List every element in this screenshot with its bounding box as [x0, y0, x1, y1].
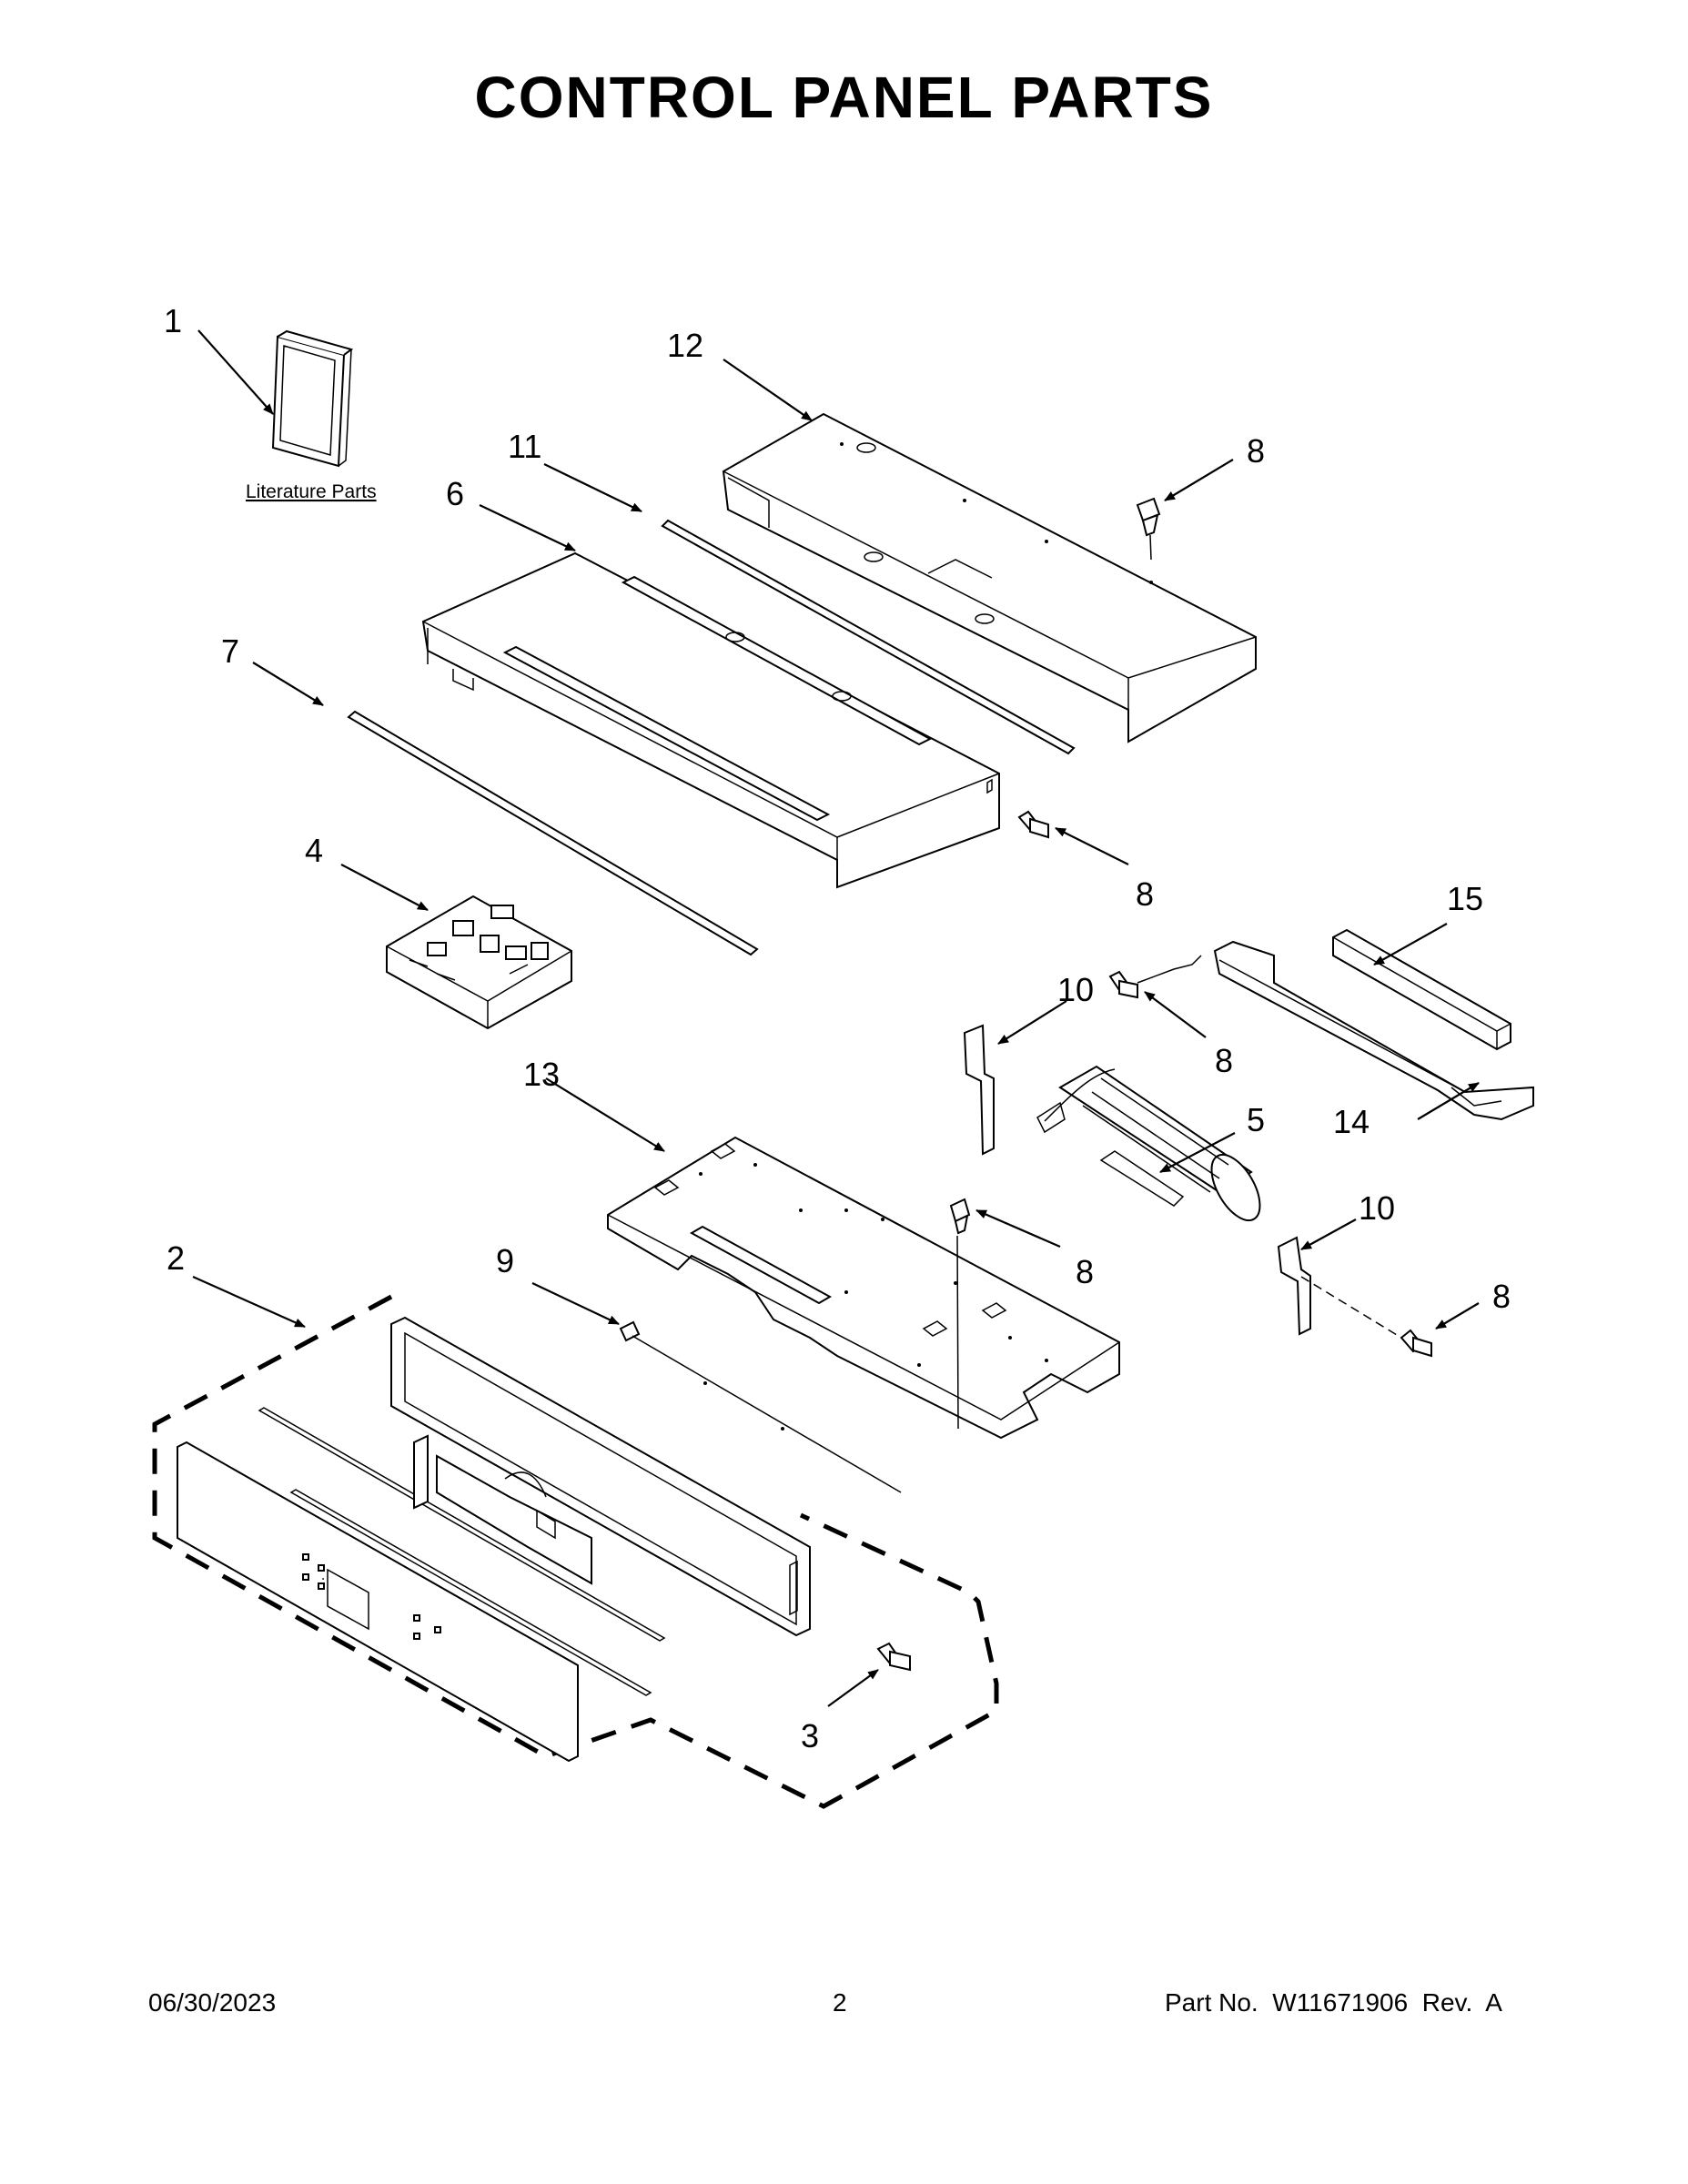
callout-12: 12 — [667, 327, 703, 364]
callout-8-bracket: 8 — [1215, 1042, 1233, 1079]
screw-8-bracket — [1108, 955, 1202, 999]
screw-8-top — [1136, 497, 1161, 561]
callout-3: 3 — [801, 1717, 819, 1754]
footer-date: 06/30/2023 — [148, 1988, 277, 2017]
callout-5: 5 — [1247, 1101, 1265, 1138]
part-4-control-board — [386, 895, 572, 1030]
part-6-panel-housing — [421, 551, 1000, 889]
footer-page-number: 2 — [833, 1988, 847, 2017]
part-2-control-panel-assembly — [152, 1294, 999, 1809]
callout-13: 13 — [523, 1056, 560, 1093]
callout-10-upper: 10 — [1057, 971, 1094, 1008]
footer-part-number: Part No. W11671906 Rev. A — [1165, 1988, 1502, 2017]
callout-6: 6 — [446, 475, 464, 512]
callout-8-mid: 8 — [1136, 875, 1154, 913]
part-5-fan — [1036, 1065, 1261, 1222]
callout-1: 1 — [164, 302, 182, 339]
part-12-top-cover — [722, 412, 1257, 743]
callout-2: 2 — [167, 1239, 185, 1277]
screw-8-base — [949, 1198, 971, 1430]
part-10-bracket-upper — [963, 1024, 995, 1156]
callout-9: 9 — [496, 1242, 514, 1279]
callout-15: 15 — [1447, 880, 1483, 917]
part-9-clip — [619, 1320, 902, 1493]
part-7-long-strip — [347, 710, 759, 956]
screw-8-lower-right — [1300, 1276, 1432, 1358]
callout-4: 4 — [305, 832, 323, 869]
part-14-bracket — [1213, 940, 1534, 1121]
callout-8-lower-right: 8 — [1492, 1278, 1511, 1315]
callout-11: 11 — [508, 428, 541, 465]
screw-8-mid — [1017, 810, 1049, 839]
callout-arrows — [192, 329, 1480, 1707]
part-1-literature — [271, 329, 354, 468]
part-10-bracket-lower — [1277, 1236, 1311, 1336]
callout-14: 14 — [1333, 1103, 1370, 1140]
callout-7: 7 — [221, 632, 239, 670]
screw-3 — [876, 1642, 911, 1672]
callout-8-base: 8 — [1076, 1253, 1094, 1290]
callout-10-lower: 10 — [1359, 1189, 1395, 1227]
literature-parts-label: Literature Parts — [246, 481, 377, 502]
part-13-base-plate — [607, 1136, 1120, 1440]
part-11-strip — [661, 519, 1076, 755]
callout-8-top: 8 — [1247, 432, 1265, 470]
page-title: CONTROL PANEL PARTS — [474, 65, 1214, 130]
